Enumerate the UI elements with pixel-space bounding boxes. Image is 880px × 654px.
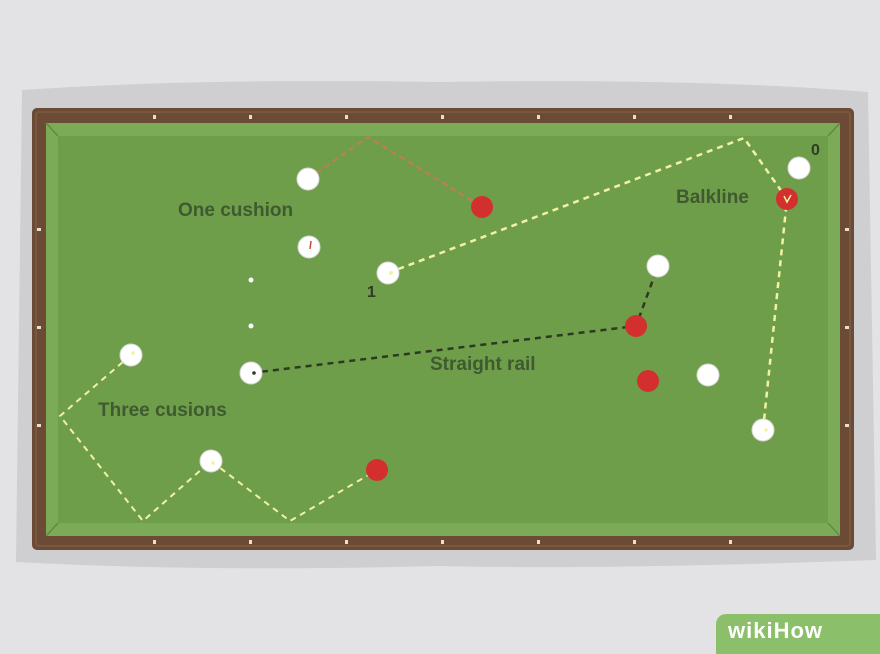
straight-rail-label: Straight rail bbox=[430, 354, 536, 375]
red-ball bbox=[625, 315, 647, 337]
one-cushion-path bbox=[307, 135, 483, 208]
one-cushion-label: One cushion bbox=[178, 200, 294, 221]
white-ball bbox=[199, 449, 223, 473]
billiards-diagram: One cushion Balkline Straight rail Three… bbox=[16, 81, 880, 654]
white-ball bbox=[119, 343, 143, 367]
red-balls bbox=[366, 188, 798, 481]
white-ball bbox=[297, 235, 321, 259]
white-ball bbox=[296, 167, 320, 191]
white-ball bbox=[646, 254, 670, 278]
red-ball bbox=[366, 459, 388, 481]
white-ball bbox=[696, 363, 720, 387]
red-ball bbox=[776, 188, 798, 210]
number-zero-label: 0 bbox=[811, 142, 820, 159]
three-cushions-path bbox=[58, 354, 378, 523]
white-ball bbox=[239, 361, 263, 385]
watermark-text: wikiHow bbox=[728, 618, 824, 643]
three-cushions-label: Three cusions bbox=[98, 400, 227, 421]
white-ball bbox=[751, 418, 775, 442]
number-one-label: 1 bbox=[367, 284, 376, 301]
watermark-badge: wikiHow bbox=[716, 614, 880, 654]
red-ball bbox=[637, 370, 659, 392]
white-balls bbox=[119, 156, 811, 473]
white-ball bbox=[787, 156, 811, 180]
table-cloth bbox=[58, 136, 828, 523]
balkline-label: Balkline bbox=[676, 187, 749, 208]
red-ball bbox=[471, 196, 493, 218]
table-illustration bbox=[16, 81, 876, 569]
center-spot bbox=[248, 323, 254, 329]
white-ball bbox=[376, 261, 400, 285]
balkline-path bbox=[387, 136, 789, 431]
rail-diamonds bbox=[37, 115, 849, 544]
head-spot bbox=[248, 277, 254, 283]
